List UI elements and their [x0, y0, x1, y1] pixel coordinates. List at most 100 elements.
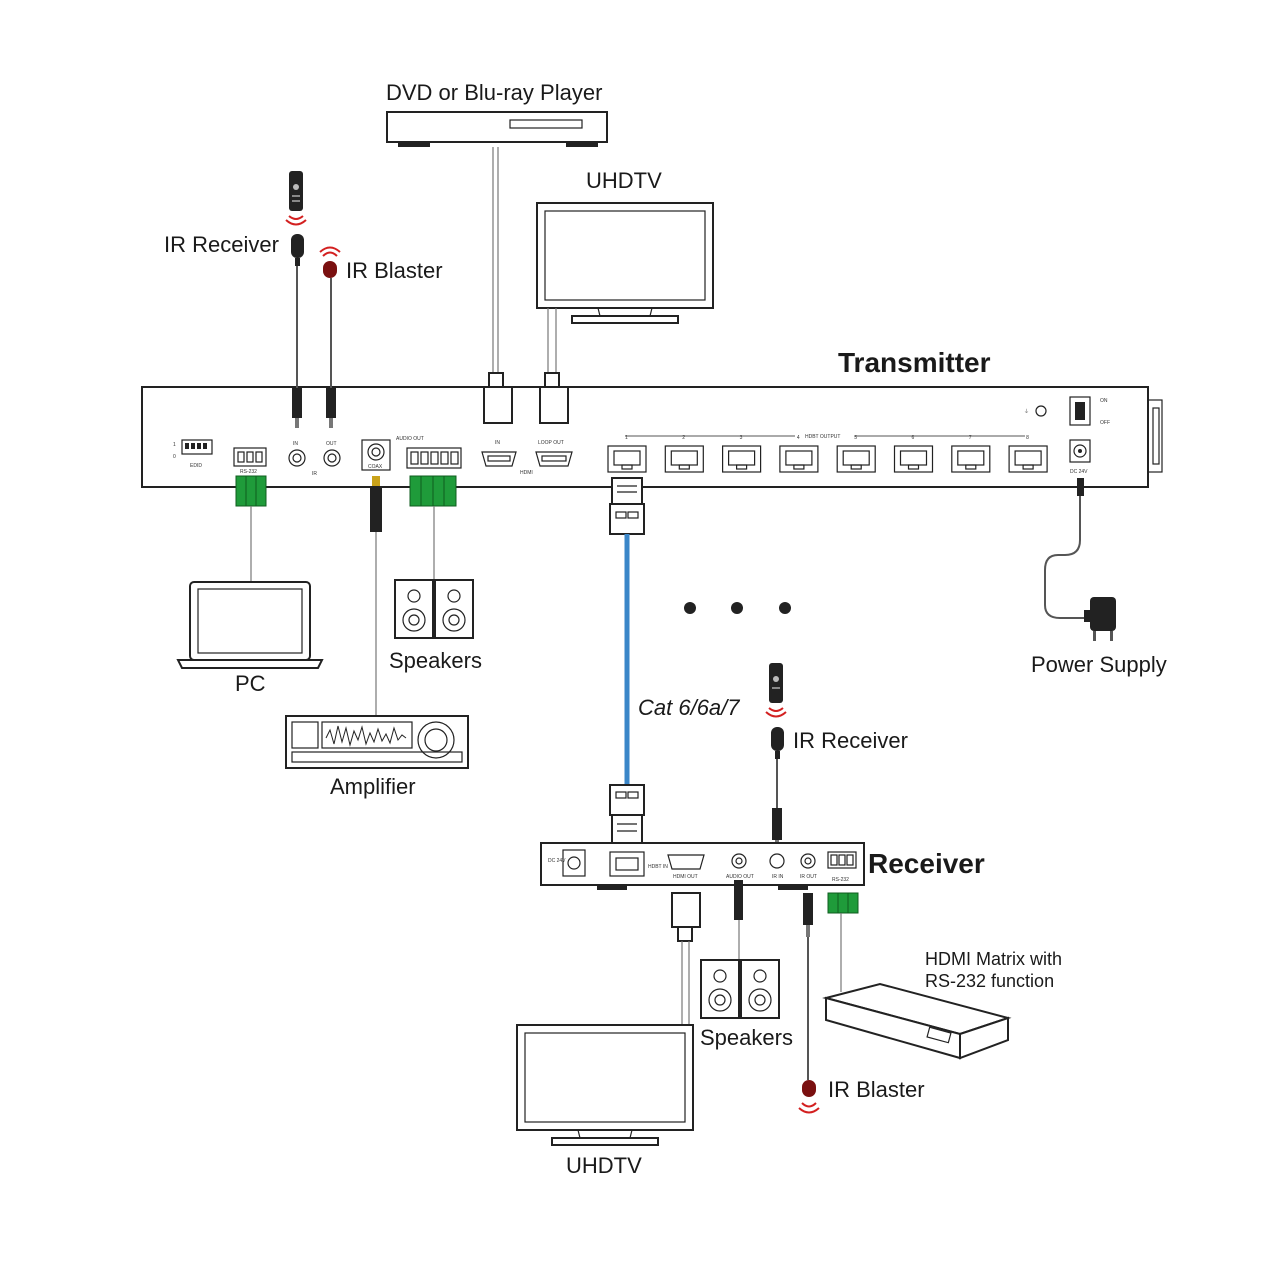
rx-hdbt-in-port[interactable]	[609, 851, 645, 877]
rx-audio-out-jack[interactable]	[731, 853, 747, 869]
hdmi-matrix-icon	[822, 982, 1012, 1060]
hdbt-output-port-3[interactable]	[721, 445, 762, 473]
ir-jack-plug-out	[326, 388, 336, 428]
remote-control-bottom-icon	[765, 663, 787, 718]
coax-plug	[370, 476, 382, 532]
rx-ir-out-jack[interactable]	[800, 853, 816, 869]
ir-receiver-top-icon	[291, 234, 304, 266]
transmitter-chassis	[141, 386, 1163, 488]
speakers-top-label: Speakers	[389, 648, 482, 673]
power-switch[interactable]	[1069, 396, 1091, 426]
tx-ir-out-label: OUT	[326, 441, 337, 447]
ir-receiver-bottom-icon	[771, 727, 784, 759]
rx-ir-in-label: IR IN	[772, 874, 784, 880]
hdbt-output-port-6[interactable]	[893, 445, 934, 473]
speakers-bottom-label: Speakers	[700, 1025, 793, 1050]
audio-out-plug	[409, 475, 457, 507]
rx-rs232-label: RS-232	[832, 877, 849, 883]
rx-hdbt-in-label: HDBT IN	[648, 864, 668, 870]
rx-audio-out-label: AUDIO OUT	[726, 874, 754, 880]
rx-dc-jack[interactable]	[562, 849, 586, 877]
rx-hdmi-out-port[interactable]	[667, 854, 705, 870]
dc24v-label: DC 24V	[1070, 469, 1088, 475]
hdmi-plug-uhdtv	[539, 372, 569, 424]
tx-rs232-label: RS-232	[240, 469, 257, 475]
tx-ir-in-jack[interactable]	[288, 449, 306, 467]
power-supply-label: Power Supply	[1031, 652, 1167, 677]
ir-receiver-top-label: IR Receiver	[164, 232, 279, 257]
rj45-plug-top	[609, 477, 645, 535]
ir-blaster-bottom-icon	[798, 1080, 820, 1114]
ir-blaster-bottom-label: IR Blaster	[828, 1077, 925, 1102]
tx-rs232-terminal[interactable]	[233, 447, 267, 467]
transmitter-label: Transmitter	[838, 347, 991, 378]
uhdtv-top-label: UHDTV	[586, 168, 662, 193]
tx-rs232-plug	[235, 475, 267, 507]
hdbt-port-number: 6	[912, 435, 915, 441]
more-receivers-dots	[684, 602, 791, 614]
coax-label: COAX	[368, 464, 383, 470]
coax-jack[interactable]	[361, 439, 391, 471]
rx-dc24v-label: DC 24V	[548, 858, 566, 864]
pc-label: PC	[235, 671, 266, 696]
rj45-plug-bottom	[609, 784, 645, 844]
ir-blaster-top-label: IR Blaster	[346, 258, 443, 283]
hdbt-output-port-2[interactable]	[664, 445, 704, 473]
dvd-label: DVD or Blu-ray Player	[386, 80, 602, 105]
edid-label: EDID	[190, 463, 202, 469]
speakers-bottom-icon	[700, 959, 780, 1019]
ground-screw: ⏚	[1024, 405, 1047, 417]
hdbt-port-number: 4	[797, 435, 800, 441]
amplifier-label: Amplifier	[330, 774, 416, 799]
tx-ir-out-jack[interactable]	[323, 449, 341, 467]
hdmi-loop-out-port[interactable]	[535, 451, 573, 467]
rx-ir-out-label: IR OUT	[800, 874, 817, 880]
hdbt-port-number: 1	[625, 435, 628, 441]
remote-control-icon	[285, 171, 307, 226]
hdbt-port-number: 7	[969, 435, 972, 441]
rx-hdmi-plug	[671, 892, 701, 942]
hdbt-output-port-5[interactable]	[836, 445, 876, 473]
hdmi-plug-dvd	[483, 372, 513, 424]
rx-rs232-plug	[827, 892, 859, 914]
cat-cable-label: Cat 6/6a/7	[638, 695, 740, 720]
hdbt-port-number: 8	[1026, 435, 1029, 441]
pc-laptop	[176, 581, 324, 669]
hdbt-output-port-8[interactable]	[1008, 445, 1048, 473]
uhdtv-top	[536, 202, 714, 324]
amplifier-icon	[285, 715, 469, 769]
ir-blaster-top-icon	[319, 246, 341, 278]
svg-text:⏚: ⏚	[1024, 408, 1029, 415]
rx-ir-in-jack[interactable]	[769, 853, 785, 869]
audio-out-label: AUDIO OUT	[396, 436, 424, 442]
on-label: ON	[1100, 398, 1108, 404]
svg-text:0: 0	[173, 454, 176, 460]
speakers-top-icon	[394, 579, 474, 639]
rx-hdmi-out-label: HDMI OUT	[673, 874, 698, 880]
uhdtv-bottom	[516, 1024, 694, 1146]
hdmi-matrix-label-line1: HDMI Matrix with	[925, 949, 1062, 969]
power-adapter-icon	[1084, 597, 1116, 641]
ir-jack-plug-in	[292, 388, 302, 428]
hdmi-in-port[interactable]	[481, 451, 517, 467]
edid-switch[interactable]: 1 0	[173, 439, 213, 460]
receiver-label: Receiver	[868, 848, 985, 879]
ir-receiver-bottom-label: IR Receiver	[793, 728, 908, 753]
audio-out-terminal[interactable]	[406, 447, 462, 469]
hdbt-output-port-4[interactable]	[779, 445, 819, 473]
uhdtv-bottom-label: UHDTV	[566, 1153, 642, 1178]
hdmi-matrix-label-line2: RS-232 function	[925, 971, 1054, 991]
dc-power-jack[interactable]	[1069, 439, 1091, 463]
svg-text:1: 1	[173, 442, 176, 448]
rx-ir-out-plug	[803, 893, 813, 937]
rx-audio-plug	[734, 880, 743, 920]
rx-rs232-terminal[interactable]	[827, 851, 857, 869]
hdbt-output-port-7[interactable]	[951, 445, 991, 473]
tx-ir-in-label: IN	[293, 441, 298, 447]
receiver-chassis	[540, 842, 865, 890]
hdbt-output-port-1[interactable]	[607, 445, 647, 473]
loop-out-label: LOOP OUT	[538, 440, 564, 446]
power-plug-tip	[1077, 478, 1084, 496]
